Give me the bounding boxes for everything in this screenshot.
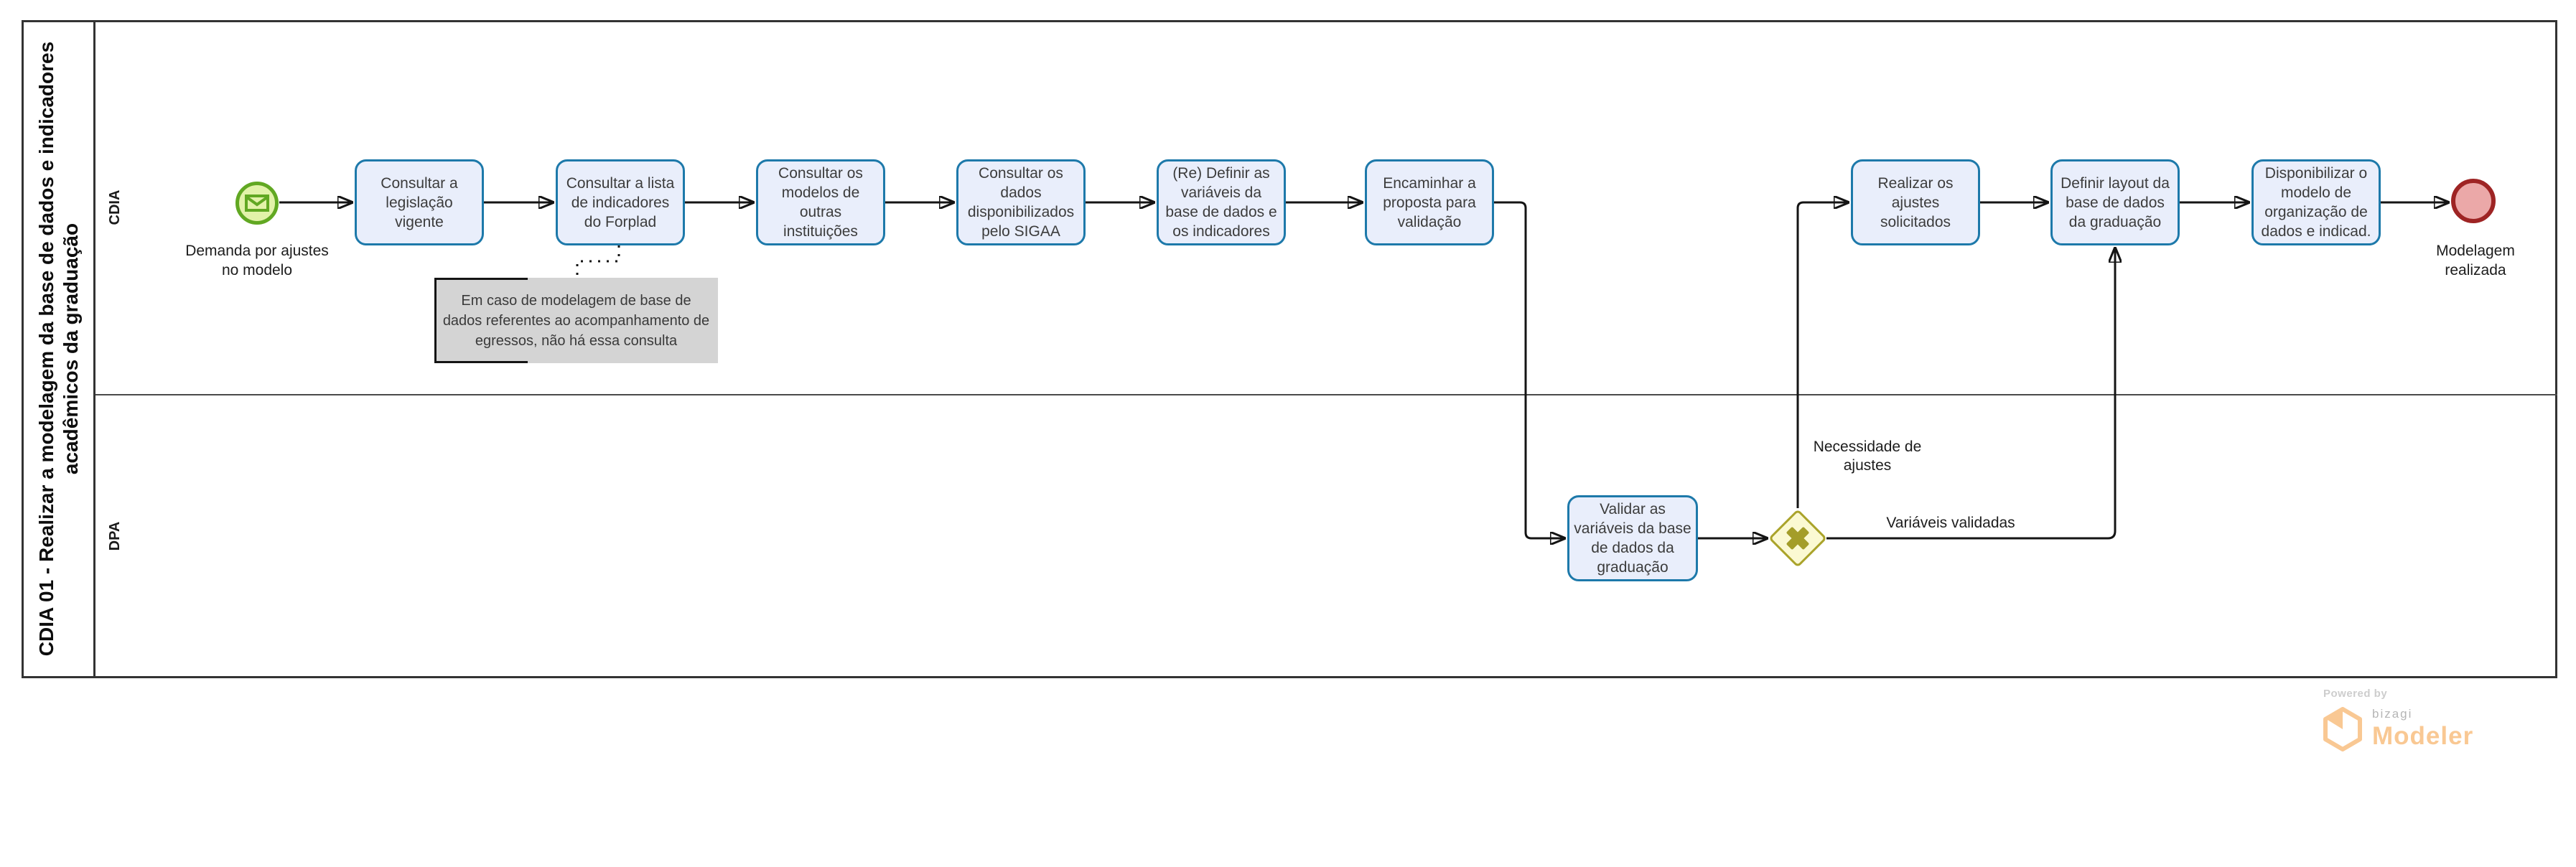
- task-definir-variaveis[interactable]: (Re) Definir as variáveis da base de dad…: [1157, 159, 1286, 245]
- text-annotation[interactable]: Em caso de modelagem de base de dados re…: [434, 278, 718, 363]
- pool-title-band: [22, 20, 95, 678]
- task-label: Consultar os dados disponibilizados pelo…: [967, 165, 1075, 240]
- task-label: Validar as variáveis da base de dados da…: [1574, 501, 1691, 576]
- association-t2-to-annotation: [576, 245, 620, 276]
- end-event-label: Modelagem realizada: [2436, 243, 2515, 278]
- start-event-label: Demanda por ajustes no modelo: [185, 243, 329, 278]
- task-definir-layout[interactable]: Definir layout da base de dados da gradu…: [2050, 159, 2180, 245]
- task-realizar-ajustes[interactable]: Realizar os ajustes solicitados: [1851, 159, 1980, 245]
- end-event[interactable]: [2451, 179, 2496, 223]
- annotation-text: Em caso de modelagem de base de dados re…: [442, 292, 710, 349]
- powered-by-label: Powered by: [2323, 688, 2388, 700]
- task-label: Consultar os modelos de outras instituiç…: [778, 165, 863, 240]
- flow-label-necessidade-de-ajustes: Necessidade de ajustes: [1813, 439, 1922, 474]
- bizagi-hexagon-icon: [2323, 707, 2362, 751]
- task-label: Consultar a legislação vigente: [381, 174, 458, 230]
- task-label: Disponibilizar o modelo de organização d…: [2261, 165, 2371, 240]
- task-label: Realizar os ajustes solicitados: [1877, 174, 1954, 230]
- task-consultar-indicadores-forplad[interactable]: Consultar a lista de indicadores do Forp…: [556, 159, 685, 245]
- envelope-icon: [245, 195, 269, 212]
- flow-t6-to-t10: [1494, 201, 1564, 538]
- task-disponibilizar-modelo[interactable]: Disponibilizar o modelo de organização d…: [2251, 159, 2381, 245]
- start-event-message[interactable]: [235, 182, 279, 225]
- bizagi-modeler-logo[interactable]: Powered by bizagi Modeler: [2323, 688, 2510, 751]
- flow-label-variaveis-validadas: Variáveis validadas: [1886, 515, 2015, 531]
- annotation-bracket: [434, 278, 528, 363]
- flow-gateway-to-t7: [1796, 202, 1848, 508]
- modeler-wordmark: Modeler: [2372, 722, 2474, 750]
- task-label: Definir layout da base de dados da gradu…: [2061, 174, 2170, 230]
- task-encaminhar-proposta[interactable]: Encaminhar a proposta para validação: [1365, 159, 1494, 245]
- task-consultar-dados-sigaa[interactable]: Consultar os dados disponibilizados pelo…: [956, 159, 1086, 245]
- task-validar-variaveis[interactable]: Validar as variáveis da base de dados da…: [1567, 495, 1698, 581]
- lane-divider: [95, 394, 2557, 395]
- task-consultar-legislacao[interactable]: Consultar a legislação vigente: [355, 159, 484, 245]
- task-label: Encaminhar a proposta para validação: [1383, 174, 1476, 230]
- task-consultar-modelos-instituicoes[interactable]: Consultar os modelos de outras instituiç…: [756, 159, 885, 245]
- bizagi-wordmark: bizagi: [2372, 707, 2413, 721]
- task-label: Consultar a lista de indicadores do Forp…: [566, 174, 675, 230]
- flow-gateway-to-t8: [1826, 248, 2115, 540]
- task-label: (Re) Definir as variáveis da base de dad…: [1165, 165, 1277, 240]
- pool: [22, 20, 2557, 678]
